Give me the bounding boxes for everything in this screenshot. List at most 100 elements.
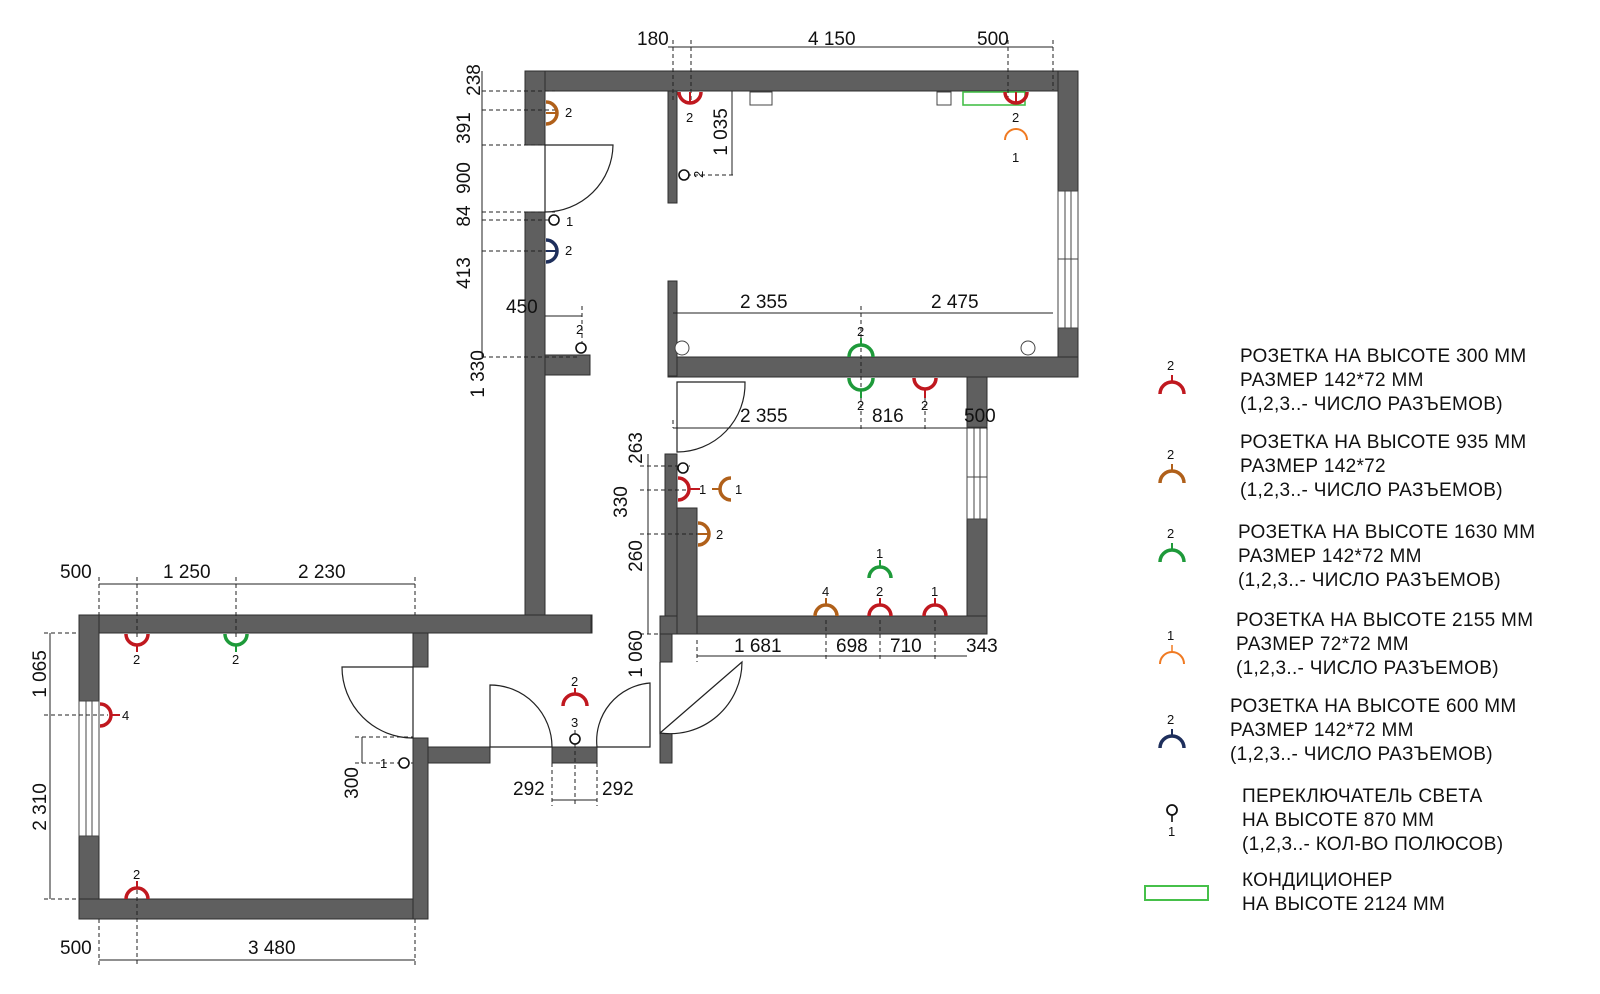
socket-count: 1 — [699, 482, 706, 497]
wall-bl-room-right-upper — [412, 632, 429, 668]
dim-1035: 1 035 — [711, 108, 732, 156]
socket-count: 1 — [735, 482, 742, 497]
wall-corridor-left-lower — [524, 211, 546, 627]
dim-292-left: 292 — [513, 779, 545, 800]
wall-br-room-bottom — [664, 615, 988, 635]
legend-line: КОНДИЦИОНЕР — [1242, 870, 1393, 891]
dim-84: 84 — [454, 205, 475, 227]
dim-1681: 1 681 — [734, 636, 782, 657]
dim-2355-top: 2 355 — [740, 292, 788, 313]
radiator-valve-left — [674, 340, 690, 356]
socket-2155-icon — [1159, 651, 1185, 665]
dim-2230: 2 230 — [298, 562, 346, 583]
walls — [78, 70, 1079, 920]
dim-330: 330 — [611, 486, 632, 518]
fixture-ceiling-unit-right — [936, 91, 952, 106]
socket-300-icon — [867, 603, 893, 617]
switch-poles: 1 — [566, 214, 573, 229]
legend-line: РОЗЕТКА НА ВЫСОТЕ 300 ММ — [1240, 346, 1526, 367]
socket-count: 1 — [1012, 150, 1019, 165]
dim-263: 263 — [626, 432, 647, 464]
legend-line: РОЗЕТКА НА ВЫСОТЕ 600 ММ — [1230, 696, 1516, 717]
wall-corridor-left-upper — [524, 70, 546, 146]
fixtures — [674, 91, 1036, 356]
wall-top-room-bottom — [667, 356, 1079, 378]
wall-bl-room-top — [78, 614, 592, 634]
socket-1630-icon — [1158, 548, 1186, 563]
socket-count: 2 — [857, 398, 864, 413]
legend-line: РАЗМЕР 142*72 ММ — [1230, 720, 1414, 741]
socket-1630-icon — [867, 565, 893, 579]
legend-item-conditioner: КОНДИЦИОНЕР НА ВЫСОТЕ 2124 ММ — [1144, 870, 1445, 915]
legend-item-socket-1630: 2 РОЗЕТКА НА ВЫСОТЕ 1630 ММ РАЗМЕР 142*7… — [1158, 522, 1535, 591]
dim-292-right: 292 — [602, 779, 634, 800]
dim-1330: 1 330 — [468, 350, 489, 398]
legend-num: 1 — [1168, 824, 1175, 839]
dim-1065: 1 065 — [30, 650, 51, 698]
socket-1630-icon — [223, 633, 249, 647]
socket-300-icon — [124, 633, 150, 647]
wall-br-room-left — [664, 453, 678, 635]
dim-900: 900 — [454, 162, 475, 194]
switch-icon — [1166, 804, 1178, 816]
wall-top-room-partition-upper — [667, 90, 678, 204]
door-hall-middle — [596, 682, 651, 748]
legend-line: НА ВЫСОТЕ 2124 ММ — [1242, 894, 1445, 915]
legend-line: (1,2,3..- ЧИСЛО РАЗЪЕМОВ) — [1240, 394, 1503, 415]
wall-br-room-corner — [659, 615, 678, 635]
dim-300: 300 — [342, 767, 363, 799]
dim-180: 180 — [637, 29, 669, 50]
dim-391: 391 — [454, 112, 475, 144]
socket-935-icon — [813, 603, 839, 617]
dim-260: 260 — [626, 540, 647, 572]
socket-count: 4 — [122, 708, 129, 723]
legend-line: РАЗМЕР 142*72 ММ — [1238, 546, 1422, 567]
socket-count: 2 — [565, 243, 572, 258]
wall-bl-room-bottom — [78, 898, 429, 920]
socket-count: 2 — [876, 584, 883, 599]
socket-300-icon — [99, 702, 113, 728]
legend-num: 2 — [1167, 712, 1174, 727]
wall-hall-left — [427, 746, 491, 764]
legend-line: (1,2,3..- КОЛ-ВО ПОЛЮСОВ) — [1242, 834, 1503, 855]
socket-count: 2 — [921, 398, 928, 413]
dim-238: 238 — [464, 64, 485, 96]
switch-icon — [575, 342, 587, 354]
dim-2475: 2 475 — [931, 292, 979, 313]
switch-poles: 2 — [691, 171, 706, 178]
switch-poles: 1 — [380, 756, 387, 771]
socket-count: 1 — [931, 584, 938, 599]
legend-num: 2 — [1167, 358, 1174, 373]
socket-300-icon — [124, 886, 150, 900]
legend-line: РАЗМЕР 142*72 ММ — [1240, 370, 1424, 391]
wall-br-room-left-thick — [676, 507, 698, 635]
socket-count: 2 — [232, 652, 239, 667]
wall-top-room-right-upper — [1057, 70, 1079, 192]
legend-line: НА ВЫСОТЕ 870 ММ — [1242, 810, 1434, 831]
legend-line: (1,2,3..- ЧИСЛО РАЗЪЕМОВ) — [1236, 658, 1499, 679]
socket-count: 2 — [686, 110, 693, 125]
dim-1060: 1 060 — [626, 630, 647, 678]
switch-poles: 2 — [576, 322, 583, 337]
window-br-room — [966, 426, 988, 520]
legend-num: 1 — [1167, 628, 1174, 643]
dimension-lines — [44, 40, 1054, 967]
legend-line: РАЗМЕР 72*72 ММ — [1236, 634, 1409, 655]
wall-hall-right-upper — [659, 633, 673, 663]
socket-300-icon — [922, 603, 948, 617]
socket-935-icon — [697, 521, 711, 547]
legend-num: 2 — [1167, 447, 1174, 462]
wall-bl-room-left-upper — [78, 614, 100, 702]
legend-line: РАЗМЕР 142*72 — [1240, 456, 1386, 477]
door-hall-left — [489, 684, 553, 748]
socket-count: 1 — [876, 546, 883, 561]
fixture-ceiling-unit-left — [749, 91, 773, 106]
socket-count: 2 — [716, 527, 723, 542]
dim-343: 343 — [966, 636, 998, 657]
socket-600-icon — [545, 238, 559, 264]
legend-line: РОЗЕТКА НА ВЫСОТЕ 2155 ММ — [1236, 610, 1533, 631]
switch-icon — [398, 757, 410, 769]
dim-2355-bottom: 2 355 — [740, 406, 788, 427]
socket-935-icon — [1158, 469, 1186, 484]
